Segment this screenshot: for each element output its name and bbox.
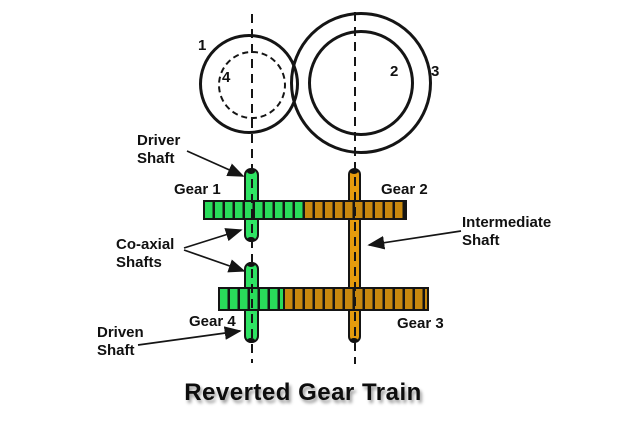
gear2-label: Gear 2 (381, 181, 428, 198)
gear4-label: Gear 4 (189, 313, 236, 330)
coaxial-shaft-centerline (251, 14, 253, 363)
gear3-label: Gear 3 (397, 315, 444, 332)
gear2-pitch-circle (308, 30, 414, 136)
intermediate-shaft-arrow (367, 230, 462, 250)
coaxial-shafts-label: Co-axial Shafts (116, 236, 175, 271)
intermediate-shaft-centerline (354, 12, 356, 364)
driver-shaft-label: Driver Shaft (137, 132, 181, 167)
driven-shaft-label: Driven Shaft (97, 324, 144, 359)
circle-label-1: 1 (198, 37, 207, 54)
gear3-toothed-bar (285, 289, 427, 309)
circle-label-4: 4 (222, 69, 231, 86)
circle-label-3: 3 (431, 63, 440, 80)
gear1-label: Gear 1 (174, 181, 221, 198)
diagram-title: Reverted Gear Train (184, 379, 422, 406)
gear3-pitch-circle (290, 12, 432, 154)
intermediate-shaft-label: Intermediate Shaft (462, 214, 552, 249)
circle-label-2: 2 (390, 63, 399, 80)
upper-gear-pair-bar (203, 200, 407, 220)
lower-gear-pair-bar (218, 287, 429, 311)
gear1-toothed-bar (205, 202, 305, 218)
